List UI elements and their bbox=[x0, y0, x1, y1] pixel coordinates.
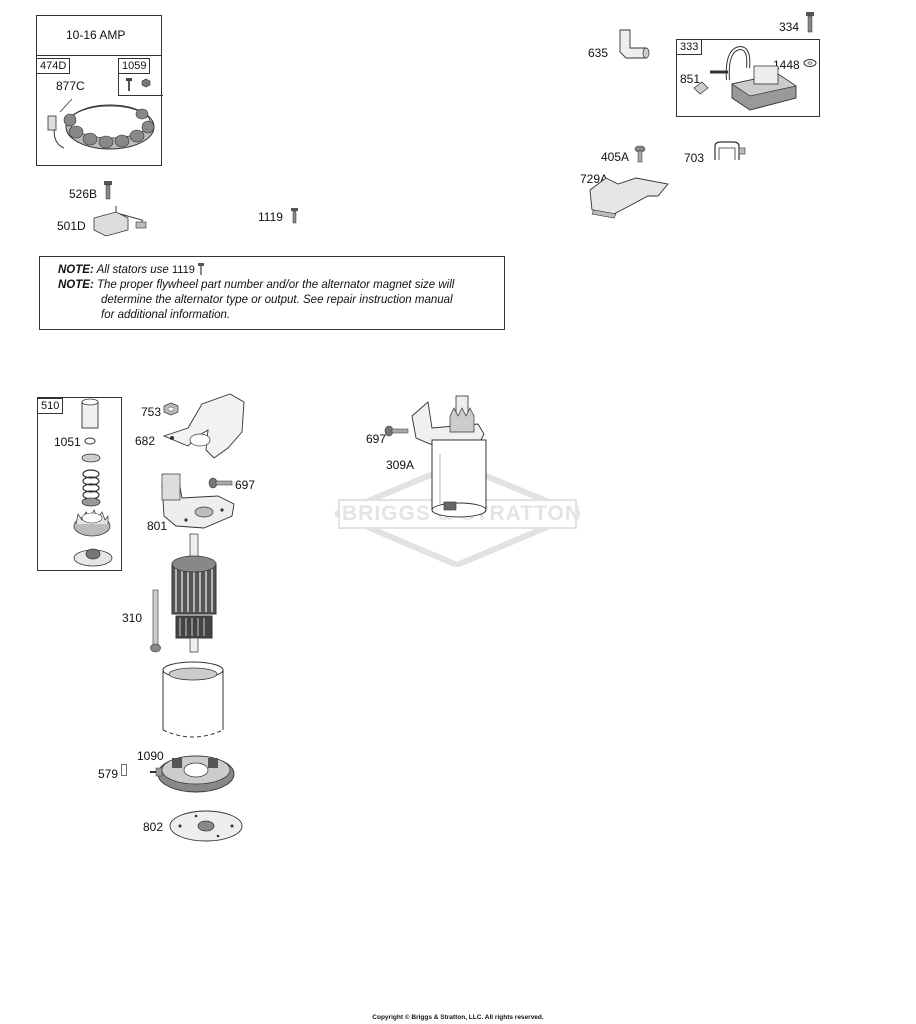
part-334[interactable]: 334 bbox=[779, 20, 800, 34]
stator-amp-title: 10-16 AMP bbox=[66, 28, 126, 42]
hardware-subbox bbox=[118, 58, 163, 96]
notes-box: NOTE: All stators use 1119 NOTE: The pro… bbox=[39, 256, 505, 330]
copyright-footer: Copyright © Briggs & Stratton, LLC. All … bbox=[372, 1014, 544, 1021]
ignition-coil-label[interactable]: 333 bbox=[676, 39, 703, 55]
screw-icon bbox=[634, 145, 646, 163]
starter-drive-kit-box bbox=[37, 397, 122, 571]
ignition-coil-box bbox=[676, 39, 820, 117]
part-405A[interactable]: 405A bbox=[601, 150, 630, 164]
nut-icon bbox=[163, 402, 179, 416]
part-697[interactable]: 697 bbox=[235, 478, 256, 492]
part-1051[interactable]: 1051 bbox=[54, 435, 81, 449]
part-877C[interactable]: 877C bbox=[56, 79, 85, 93]
starter-housing-icon bbox=[162, 661, 224, 738]
end-plate-icon bbox=[169, 810, 243, 842]
part-526B[interactable]: 526B bbox=[69, 187, 98, 201]
spring-icon bbox=[81, 453, 101, 507]
screw-icon bbox=[208, 477, 233, 489]
note-prefix: NOTE: bbox=[58, 279, 94, 291]
part-753[interactable]: 753 bbox=[141, 405, 162, 419]
stator-kit-label[interactable]: 474D bbox=[36, 58, 71, 74]
note-part[interactable]: 1119 bbox=[172, 264, 195, 276]
through-bolt-icon bbox=[150, 589, 161, 653]
part-579[interactable]: 579 bbox=[98, 767, 119, 781]
stator-kit-box bbox=[36, 15, 162, 166]
part-310[interactable]: 310 bbox=[122, 611, 143, 625]
part-1119[interactable]: 1119 bbox=[258, 210, 283, 224]
part-1448[interactable]: 1448 bbox=[773, 58, 800, 72]
screw-icon bbox=[126, 78, 132, 91]
note-text: The proper flywheel part number and/or t… bbox=[96, 279, 455, 291]
drive-end-cap-icon bbox=[161, 473, 235, 529]
part-682[interactable]: 682 bbox=[135, 434, 156, 448]
part-1090[interactable]: 1090 bbox=[137, 749, 164, 763]
part-801[interactable]: 801 bbox=[147, 519, 168, 533]
note-text: All stators use bbox=[96, 264, 169, 276]
screw-icon bbox=[806, 12, 814, 33]
part-697-assembled[interactable]: 697 bbox=[366, 432, 387, 446]
spark-plug-boot-icon bbox=[619, 29, 650, 59]
screw-icon bbox=[104, 181, 112, 200]
ignition-coil-icon bbox=[693, 45, 797, 111]
terminal-icon bbox=[121, 764, 127, 776]
note-line-4: for additional information. bbox=[101, 309, 231, 321]
washer-icon bbox=[803, 59, 817, 67]
part-703[interactable]: 703 bbox=[684, 151, 705, 165]
note-line-3: determine the alternator type or output.… bbox=[101, 294, 453, 306]
pinion-cap-icon bbox=[81, 398, 99, 429]
brush-end-cap-icon bbox=[150, 755, 235, 793]
starter-motor-icon bbox=[411, 395, 487, 518]
shield-plate-icon bbox=[589, 177, 669, 219]
stator-box-divider bbox=[36, 55, 162, 56]
part-501D[interactable]: 501D bbox=[57, 219, 86, 233]
part-309A[interactable]: 309A bbox=[386, 458, 415, 472]
armature-icon bbox=[171, 533, 217, 653]
screw-icon bbox=[198, 263, 205, 275]
stator-ring-icon bbox=[47, 98, 155, 150]
clutch-plate-icon bbox=[73, 548, 113, 567]
starter-guard-icon bbox=[162, 393, 245, 459]
part-635[interactable]: 635 bbox=[588, 46, 609, 60]
part-802[interactable]: 802 bbox=[143, 820, 164, 834]
retaining-ring-icon bbox=[84, 437, 96, 445]
nut-icon bbox=[141, 78, 151, 88]
note-prefix: NOTE: bbox=[58, 264, 94, 276]
clip-icon bbox=[714, 141, 746, 160]
hardware-label[interactable]: 1059 bbox=[118, 58, 151, 74]
note-line-1: NOTE: All stators use 1119 bbox=[58, 263, 494, 278]
part-851[interactable]: 851 bbox=[680, 72, 701, 86]
screw-icon bbox=[291, 208, 298, 224]
screw-icon bbox=[384, 425, 409, 437]
rectifier-icon bbox=[93, 206, 147, 237]
note-line-2: NOTE: The proper flywheel part number an… bbox=[58, 278, 494, 293]
starter-drive-kit-label[interactable]: 510 bbox=[37, 398, 64, 414]
pinion-gear-icon bbox=[73, 509, 111, 537]
